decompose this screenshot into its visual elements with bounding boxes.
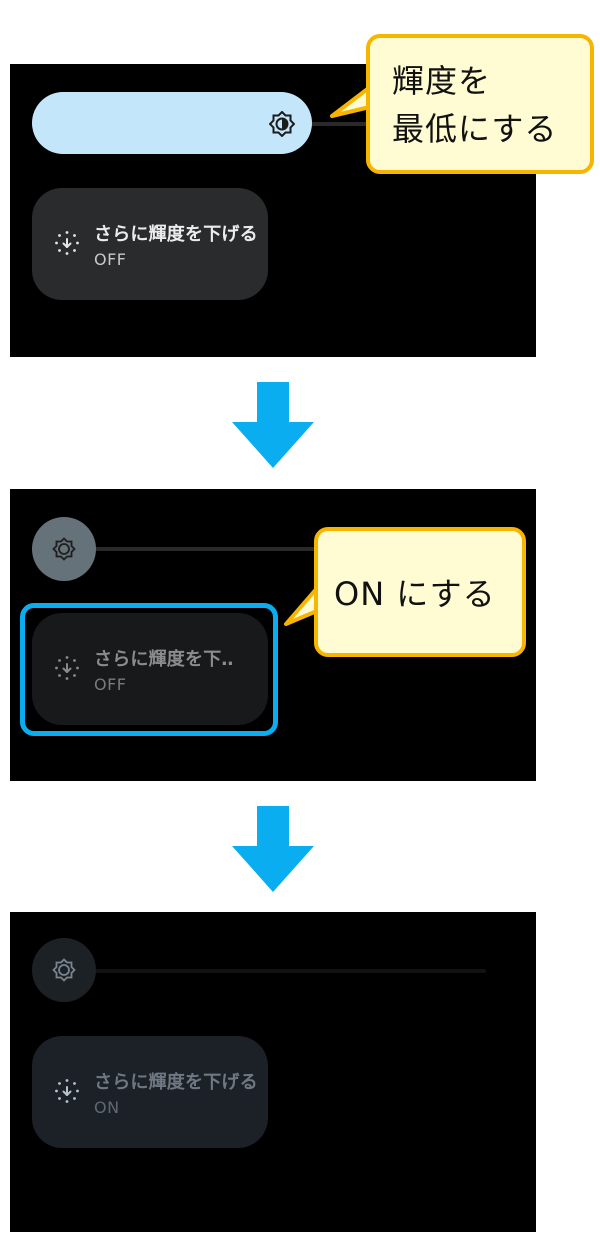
tile-title: さらに輝度を下‥ xyxy=(94,649,234,670)
brightness-slider-knob[interactable] xyxy=(32,938,96,1002)
extra-dim-icon xyxy=(54,655,80,681)
tile-status: OFF xyxy=(94,675,127,694)
tile-title: さらに輝度を下げる xyxy=(94,224,258,245)
step3-quick-settings-panel: さらに輝度を下げる ON xyxy=(10,912,536,1232)
extra-dim-icon xyxy=(54,1078,80,1104)
extra-dim-tile[interactable]: さらに輝度を下げる OFF xyxy=(32,188,268,300)
brightness-slider-track[interactable] xyxy=(70,969,486,973)
extra-dim-icon xyxy=(54,230,80,256)
extra-dim-tile[interactable]: さらに輝度を下‥ OFF xyxy=(32,613,268,725)
callout-text: ON にする xyxy=(334,575,496,613)
tile-status: ON xyxy=(94,1098,120,1117)
callout-turn-on: ON にする xyxy=(314,527,526,657)
tile-highlight-frame xyxy=(20,603,278,736)
brightness-slider-knob[interactable] xyxy=(32,517,96,581)
extra-dim-tile[interactable]: さらに輝度を下げる ON xyxy=(32,1036,268,1148)
brightness-slider-track[interactable] xyxy=(70,547,330,551)
brightness-slider[interactable] xyxy=(32,92,312,154)
arrow-down-icon xyxy=(232,382,314,468)
arrow-down-icon xyxy=(232,806,314,892)
callout-line2: 最低にする xyxy=(392,110,558,148)
tile-status: OFF xyxy=(94,250,127,269)
callout-brightness-minimum: 輝度を 最低にする xyxy=(366,34,594,174)
brightness-auto-icon xyxy=(268,110,296,138)
gear-icon xyxy=(50,535,78,563)
callout-line1: 輝度を xyxy=(392,62,492,100)
tile-title: さらに輝度を下げる xyxy=(94,1072,258,1093)
gear-icon xyxy=(50,956,78,984)
